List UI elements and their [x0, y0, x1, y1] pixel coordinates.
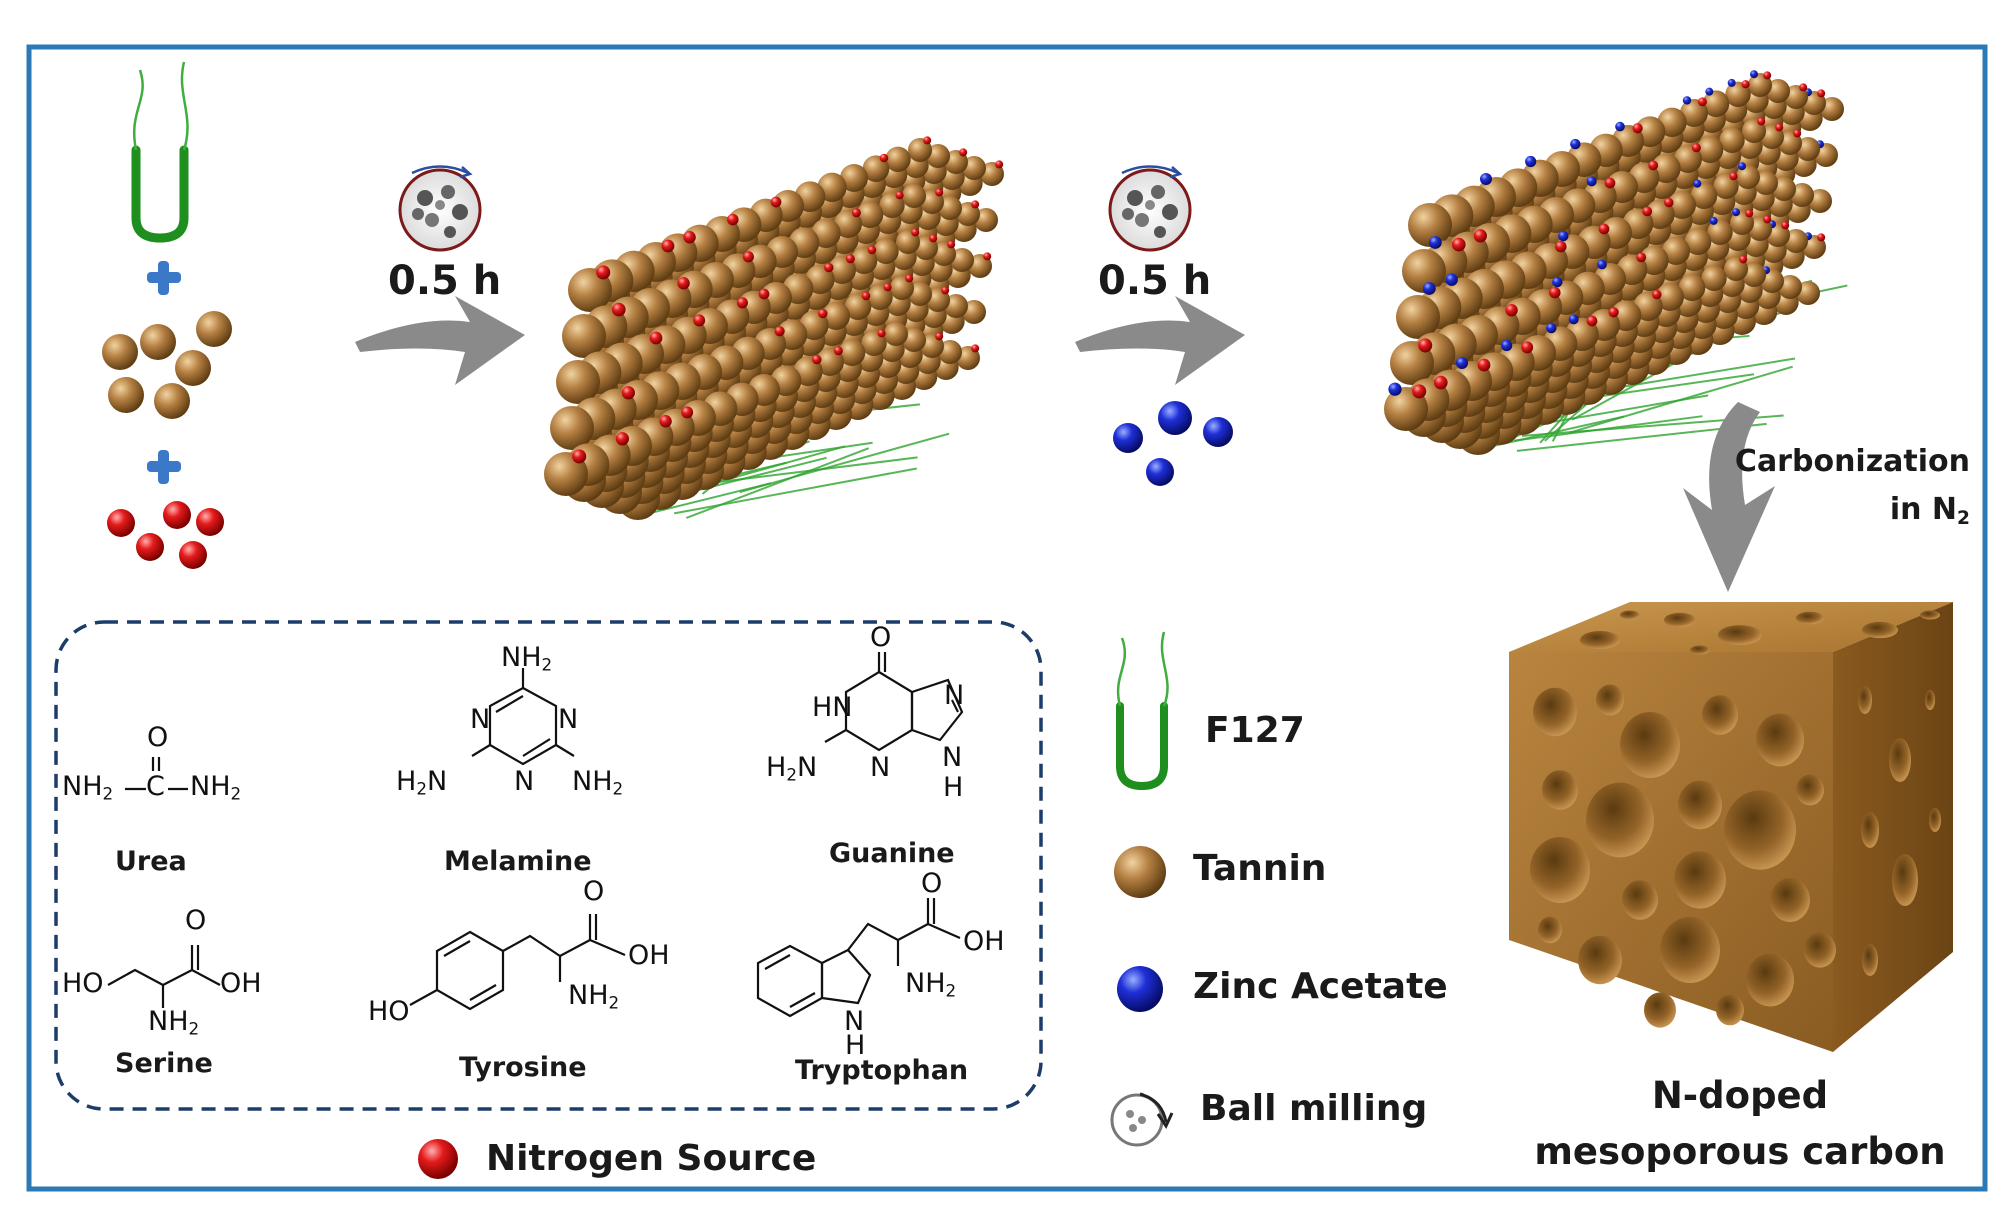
atom-label: N — [870, 752, 891, 783]
outer-frame — [26, 44, 1988, 1192]
urea-structure — [125, 757, 188, 791]
urea-name: Urea — [115, 846, 187, 877]
ball-mill-icon — [398, 165, 482, 252]
atom-label: O — [583, 876, 605, 907]
atom-label: N — [514, 766, 535, 797]
f127-legend-icon — [1116, 631, 1169, 791]
serine-structure — [107, 945, 221, 1008]
process-arrow — [1075, 296, 1245, 385]
f127-reagent-icon — [131, 61, 189, 243]
ball-milling-legend-icon — [1110, 1092, 1174, 1147]
tannin-particles — [102, 311, 232, 419]
tannin-legend-icon — [1114, 846, 1166, 898]
plus-icon — [147, 450, 181, 484]
atom-label: C — [146, 771, 165, 802]
legend-zinc: Zinc Acetate — [1193, 966, 1448, 1007]
mesostructure-cylinder-zinc — [1384, 70, 1848, 455]
ball-mill-icon — [1108, 165, 1192, 252]
carbonization-label: Carbonization in N2 — [1720, 438, 1970, 543]
legend-tannin: Tannin — [1193, 848, 1327, 889]
atom-label: NH2 — [62, 771, 114, 804]
process-arrow — [355, 296, 525, 385]
atom-label: NH2 — [190, 771, 242, 804]
step1-time-label: 0.5 h — [388, 258, 502, 304]
atom-label: N — [558, 704, 579, 735]
atom-label: NH2 — [568, 980, 620, 1013]
melamine-structure — [471, 668, 575, 766]
nitrogen-source-icon — [418, 1139, 458, 1179]
atom-label: HN — [812, 692, 853, 723]
legend-ball-milling: Ball milling — [1200, 1088, 1428, 1129]
zinc-legend-icon — [1117, 966, 1163, 1012]
atom-label: NH2 — [572, 766, 624, 799]
tryptophan-structure — [756, 898, 961, 1018]
atom-label: O — [870, 622, 892, 653]
atom-label: O — [921, 868, 943, 899]
atom-label: H — [845, 1030, 866, 1061]
atom-label: OH — [963, 926, 1005, 957]
atom-label: O — [147, 722, 169, 753]
atom-label: H — [943, 772, 964, 803]
product-label: N-doped mesoporous carbon — [1520, 1068, 1960, 1180]
tryptophan-name: Tryptophan — [795, 1055, 969, 1086]
legend-f127: F127 — [1205, 710, 1305, 751]
atom-label: OH — [220, 968, 262, 999]
nitrogen-source-box — [54, 620, 1043, 1111]
mesoporous-carbon-block — [1509, 602, 1953, 1052]
atom-label: O — [185, 905, 207, 936]
guanine-name: Guanine — [829, 838, 955, 869]
carbonization-line1: Carbonization — [1734, 444, 1970, 479]
atom-label: H2N — [396, 766, 448, 799]
atom-label: NH2 — [501, 642, 553, 675]
plus-icon — [147, 261, 181, 295]
step2-time-label: 0.5 h — [1098, 258, 1212, 304]
product-line2: mesoporous carbon — [1534, 1130, 1946, 1173]
nitrogen-particles — [107, 501, 224, 569]
atom-label: N — [942, 742, 963, 773]
tyrosine-structure — [409, 914, 626, 1011]
atom-label: NH2 — [905, 968, 957, 1001]
atom-label: N — [844, 1006, 865, 1037]
carbonization-line2: in N2 — [1889, 492, 1970, 530]
zinc-particles — [1113, 401, 1233, 486]
atom-label: NH2 — [148, 1006, 200, 1039]
mesostructure-cylinder — [544, 136, 1004, 520]
atom-label: N — [944, 680, 965, 711]
nitrogen-source-label: Nitrogen Source — [486, 1138, 817, 1179]
atom-label: H2N — [766, 752, 818, 785]
atom-label: OH — [628, 940, 670, 971]
atom-label: HO — [62, 968, 104, 999]
atom-label: N — [470, 704, 491, 735]
atom-label: HO — [368, 996, 410, 1027]
melamine-name: Melamine — [444, 846, 592, 877]
guanine-structure — [824, 652, 964, 752]
product-line1: N-doped — [1651, 1074, 1829, 1117]
carbonization-arrow — [1683, 402, 1775, 592]
tyrosine-name: Tyrosine — [459, 1052, 587, 1083]
serine-name: Serine — [115, 1048, 213, 1079]
